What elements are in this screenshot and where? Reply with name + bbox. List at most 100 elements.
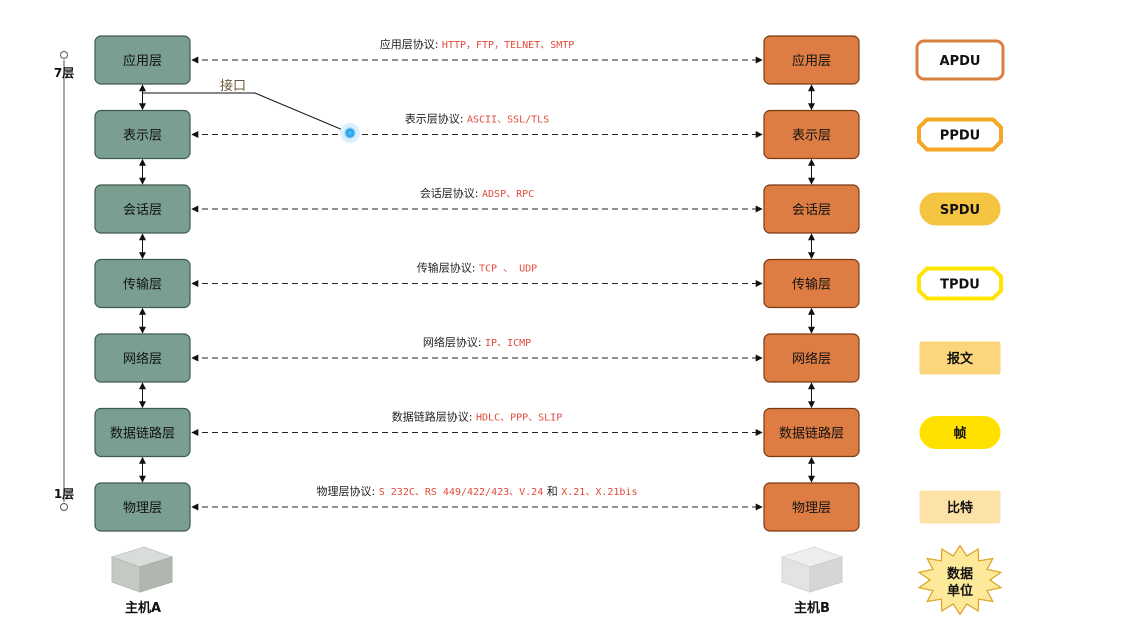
host-b-layer-box[interactable] (763, 109, 860, 160)
host-a-layer-label: 应用层 (123, 53, 162, 69)
scale-top-dot (60, 51, 68, 59)
host-b-layer-label: 会话层 (792, 203, 831, 218)
host-b-layer-box[interactable] (763, 35, 860, 85)
layer-row: 表示层 表示层 表示层协议: ASCII、SSL/TLS (94, 109, 860, 185)
host-b-layer-label: 应用层 (792, 53, 831, 69)
burst-line-1: 数据 (947, 566, 973, 582)
pdu-shape (919, 192, 1001, 226)
pdu-badge: 帧 (919, 416, 1001, 449)
layer-row: 网络层 网络层 网络层协议: IP、ICMP (94, 333, 860, 409)
host-b-label: 主机B (794, 600, 830, 616)
pdu-label: 报文 (947, 351, 974, 367)
protocol-label: 传输层协议: TCP 、 UDP (417, 261, 537, 275)
host-b-layer-box[interactable] (763, 258, 860, 309)
protocol-list: ASCII、SSL/TLS (467, 115, 549, 126)
protocol-list: X.21、X.21bis (561, 487, 637, 498)
host-b-computer-icon (780, 546, 844, 593)
host-b-layer-box[interactable] (763, 184, 860, 234)
pdu-shape (915, 39, 1005, 81)
pdu-badge: 报文 (919, 341, 1001, 375)
protocol-prefix: 应用层协议: (380, 37, 442, 51)
host-a-layer-box[interactable] (94, 407, 191, 458)
pdu-label: 比特 (947, 500, 973, 516)
layers-group: 应用层应用层应用层协议: HTTP，FTP，TELNET、SMTP表示层表示层表… (94, 35, 860, 532)
pdu-badge: TPDU (917, 266, 1003, 301)
protocol-list: ADSP、RPC (482, 189, 534, 200)
layer-row: 数据链路层 数据链路层 数据链路层协议: HDLC、PPP、SLIP (94, 407, 860, 483)
interface-dot (344, 127, 356, 139)
host-a-layer-label: 传输层 (123, 277, 162, 293)
protocol-prefix: 传输层协议: (417, 261, 479, 275)
pdu-badge: APDU (915, 39, 1005, 81)
protocol-prefix: 网络层协议: (423, 335, 485, 349)
host-b-layer-label: 数据链路层 (779, 426, 844, 442)
layer-row: 物理层 物理层 物理层协议: S 232C、RS 449/422/423、V.24 … (94, 482, 860, 532)
layer-scale: 7层 1层 (54, 51, 74, 511)
pdu-shape (919, 341, 1001, 375)
host-a-layer-box[interactable] (94, 333, 191, 383)
scale-bottom-dot (60, 503, 68, 511)
pdu-label: TPDU (940, 278, 980, 293)
protocol-label: 应用层协议: HTTP，FTP，TELNET、SMTP (380, 37, 575, 51)
interface-leader-line (143, 92, 351, 134)
layer-row: 传输层 传输层 传输层协议: TCP 、 UDP (94, 258, 860, 334)
scale-top-label: 7层 (54, 66, 74, 80)
interface-label: 接口 (220, 78, 246, 94)
host-a: 主机A (110, 546, 174, 616)
host-a-layer-label: 物理层 (123, 501, 162, 516)
pdu-label: PPDU (940, 129, 980, 144)
pdu-shape (919, 416, 1001, 449)
host-a-layer-label: 会话层 (123, 203, 162, 218)
host-a-layer-label: 数据链路层 (110, 426, 175, 442)
host-a-label: 主机A (125, 600, 161, 616)
data-unit-burst: 数据 单位 (917, 544, 1003, 616)
pdu-label: APDU (940, 54, 981, 69)
protocol-list: S 232C、RS 449/422/423、V.24 (379, 487, 544, 498)
host-a-layer-box[interactable] (94, 482, 191, 532)
scale-bottom-label: 1层 (54, 487, 74, 501)
pdu-badge: 比特 (919, 490, 1001, 524)
protocol-label: 物理层协议: S 232C、RS 449/422/423、V.24 和 X.21… (317, 484, 638, 498)
pdu-shape (919, 490, 1001, 524)
protocol-label: 数据链路层协议: HDLC、PPP、SLIP (392, 410, 562, 424)
host-b: 主机B (780, 546, 844, 616)
protocol-list: IP、ICMP (485, 338, 531, 349)
host-b-layer-label: 表示层 (792, 129, 831, 144)
protocol-prefix: 表示层协议: (405, 112, 467, 126)
host-a-layer-box[interactable] (94, 109, 191, 160)
pdu-shape (917, 266, 1003, 301)
host-a-layer-label: 表示层 (123, 129, 162, 144)
host-b-layer-label: 传输层 (792, 277, 831, 293)
protocol-prefix: 物理层协议: (317, 484, 379, 498)
pdu-badge: SPDU (919, 192, 1001, 226)
pdu-label: SPDU (940, 203, 980, 218)
protocol-list: TCP 、 UDP (479, 264, 537, 275)
protocol-prefix: 数据链路层协议: (392, 410, 476, 424)
host-b-layer-box[interactable] (763, 482, 860, 532)
interface-callout: 接口 (143, 78, 360, 143)
protocol-list: HDLC、PPP、SLIP (476, 413, 562, 424)
host-b-layer-box[interactable] (763, 407, 860, 458)
burst-star-shape (917, 544, 1003, 616)
protocol-label: 表示层协议: ASCII、SSL/TLS (405, 112, 549, 126)
pdu-badge: PPDU (917, 117, 1003, 152)
burst-line-2: 单位 (947, 583, 973, 599)
pdu-shape (917, 117, 1003, 152)
host-b-layer-box[interactable] (763, 333, 860, 383)
protocol-list: HTTP，FTP，TELNET、SMTP (442, 40, 574, 51)
host-b-layer-label: 网络层 (792, 351, 831, 367)
host-a-layer-box[interactable] (94, 35, 191, 85)
host-a-layer-box[interactable] (94, 184, 191, 234)
host-a-layer-box[interactable] (94, 258, 191, 309)
host-a-computer-icon (110, 546, 174, 593)
protocol-label: 网络层协议: IP、ICMP (423, 335, 531, 349)
protocol-prefix: 会话层协议: (420, 186, 482, 200)
protocol-label: 会话层协议: ADSP、RPC (420, 186, 534, 200)
layer-row: 会话层 会话层 会话层协议: ADSP、RPC (94, 184, 860, 260)
pdu-label: 帧 (953, 426, 966, 442)
protocol-connector: 和 (543, 485, 561, 498)
host-a-layer-label: 网络层 (123, 351, 162, 367)
host-b-layer-label: 物理层 (792, 501, 831, 516)
